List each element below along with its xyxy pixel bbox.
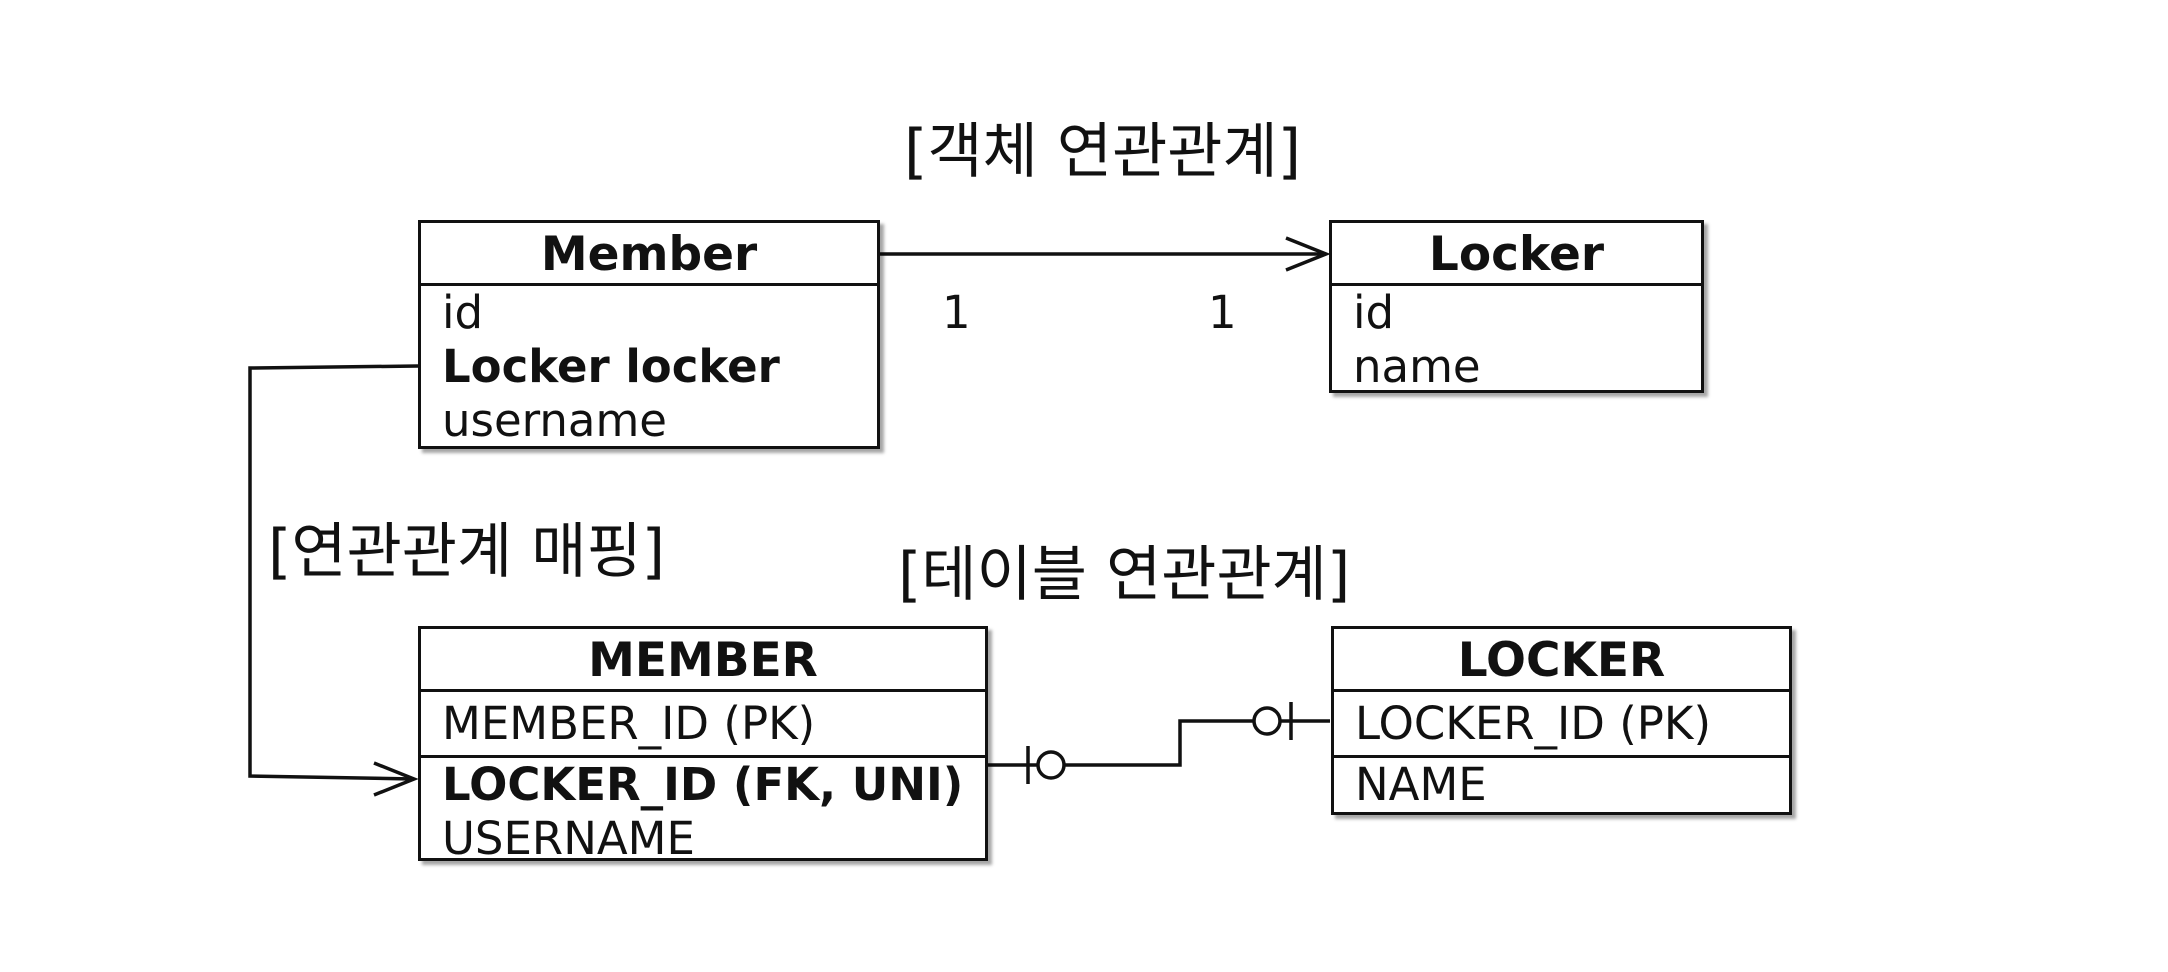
member-object-field-locker: Locker locker xyxy=(442,340,780,393)
mapping-arrowhead xyxy=(373,761,419,797)
multiplicity-right: 1 xyxy=(1208,286,1237,339)
member-table-field-username: USERNAME xyxy=(442,812,695,865)
locker-table-box: LOCKER LOCKER_ID (PK) NAME xyxy=(1331,626,1792,815)
member-side-zero-mark xyxy=(1036,750,1066,780)
locker-object-field-name: name xyxy=(1353,340,1481,393)
mapping-line xyxy=(248,364,419,781)
locker-table-title: LOCKER xyxy=(1334,629,1789,692)
locker-object-title: Locker xyxy=(1332,223,1701,286)
locker-object-box: Locker id name xyxy=(1329,220,1704,393)
locker-object-field-id: id xyxy=(1353,286,1395,339)
multiplicity-left: 1 xyxy=(942,286,971,339)
object-association-arrowhead xyxy=(1285,236,1331,272)
member-object-field-username: username xyxy=(442,394,667,447)
member-table-field-locker-id: LOCKER_ID (FK, UNI) xyxy=(442,758,964,811)
member-table-box: MEMBER MEMBER_ID (PK) LOCKER_ID (FK, UNI… xyxy=(418,626,988,865)
locker-table-field-locker-id: LOCKER_ID (PK) xyxy=(1334,692,1789,758)
member-table-title: MEMBER xyxy=(421,629,985,692)
member-object-title: Member xyxy=(421,223,877,286)
locker-table-field-name: NAME xyxy=(1355,758,1487,811)
member-object-field-id: id xyxy=(442,286,484,339)
member-table-field-member-id: MEMBER_ID (PK) xyxy=(421,692,985,758)
locker-side-zero-mark xyxy=(1252,706,1282,736)
object-relation-label: [객체 연관관계] xyxy=(904,117,1302,187)
member-object-box: Member id Locker locker username xyxy=(418,220,880,449)
table-relation-label: [테이블 연관관계] xyxy=(898,540,1351,610)
mapping-label: [연관관계 매핑] xyxy=(268,517,666,587)
